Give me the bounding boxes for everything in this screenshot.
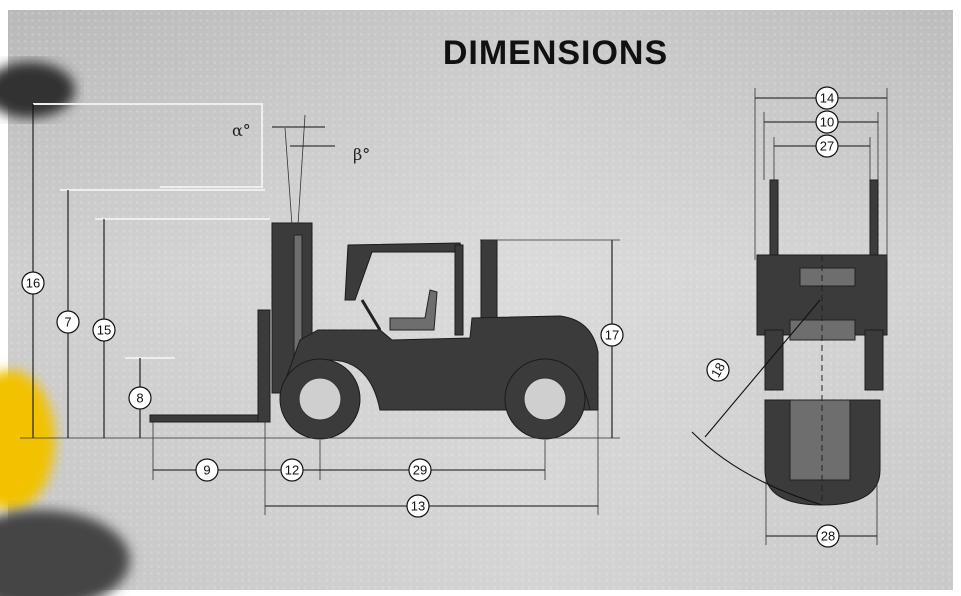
alpha-line xyxy=(284,127,293,226)
svg-text:13: 13 xyxy=(411,499,425,514)
raised-load-outline xyxy=(33,103,263,188)
callout-28: 28 xyxy=(816,524,840,548)
right-mast-upright xyxy=(869,179,879,261)
callout-9: 9 xyxy=(195,458,219,482)
svg-text:8: 8 xyxy=(136,391,143,406)
callout-15: 15 xyxy=(92,318,116,342)
fork-blade xyxy=(149,414,266,423)
callout-8: 8 xyxy=(128,386,152,410)
callout-17: 17 xyxy=(600,323,624,347)
steering-column xyxy=(360,299,382,331)
svg-text:18: 18 xyxy=(708,360,728,380)
svg-text:28: 28 xyxy=(821,529,835,544)
callout-13: 13 xyxy=(406,494,430,518)
exhaust-stack xyxy=(480,239,498,321)
forklift-front-view xyxy=(756,179,888,506)
forklift-side-view xyxy=(149,222,599,440)
left-mast-upright xyxy=(769,179,779,261)
load-backrest xyxy=(799,267,856,287)
beta-label: β° xyxy=(353,145,370,164)
rear-wheel-hub xyxy=(523,377,567,421)
blurred-dark-blob xyxy=(0,62,75,118)
callout-27: 27 xyxy=(815,134,839,158)
blurred-dark-blob-bottom xyxy=(0,510,130,596)
engine-cover xyxy=(789,399,851,481)
right-front-tire xyxy=(864,329,884,391)
left-front-tire xyxy=(764,329,784,391)
callout-12: 12 xyxy=(280,458,304,482)
svg-text:12: 12 xyxy=(285,463,299,478)
svg-text:10: 10 xyxy=(820,115,834,130)
front-wheel-hub xyxy=(298,377,342,421)
callout-7: 7 xyxy=(56,310,80,334)
alpha-label: α° xyxy=(232,121,251,140)
turning-radius-line xyxy=(704,299,821,438)
svg-text:17: 17 xyxy=(605,328,619,343)
page-title: DIMENSIONS xyxy=(442,34,669,72)
svg-text:7: 7 xyxy=(64,315,71,330)
blurred-yellow-blob xyxy=(0,370,55,510)
svg-text:15: 15 xyxy=(97,323,111,338)
tilt-angle-lines xyxy=(272,114,335,226)
callout-29: 29 xyxy=(408,458,432,482)
fork-shank xyxy=(257,309,271,423)
seat xyxy=(389,289,438,331)
callout-16: 16 xyxy=(21,271,45,295)
svg-text:16: 16 xyxy=(26,276,40,291)
svg-text:27: 27 xyxy=(820,139,834,154)
svg-text:29: 29 xyxy=(413,463,427,478)
overhead-guard xyxy=(344,242,463,301)
svg-text:14: 14 xyxy=(820,91,834,106)
guard-rear-post xyxy=(454,244,464,336)
turning-radius-arc xyxy=(691,431,823,506)
callout-14: 14 xyxy=(815,86,839,110)
svg-text:9: 9 xyxy=(203,463,210,478)
callout-10: 10 xyxy=(815,110,839,134)
callout-18: 18 xyxy=(706,358,730,382)
beta-line xyxy=(297,114,306,226)
